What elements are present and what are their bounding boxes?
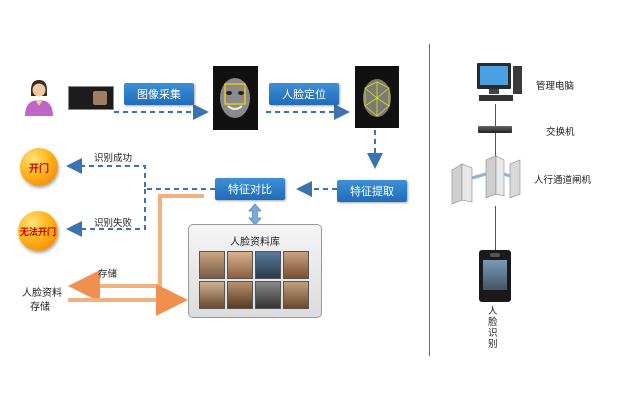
face-thumbnail — [199, 251, 225, 279]
open-door-button: 开门 — [20, 148, 58, 186]
vertical-divider — [429, 44, 430, 356]
computer-icon — [473, 62, 523, 104]
recognition-fail-label: 识别失败 — [94, 218, 133, 229]
management-pc-label: 管理电脑 — [536, 81, 575, 92]
turnstile-gate-label: 人行通道闸机 — [534, 175, 592, 186]
face-recognition-label: 人脸识别 — [488, 306, 498, 350]
turnstile-gate-icon — [450, 154, 530, 206]
face-thumbnail — [199, 281, 225, 309]
face-thumbnail — [227, 281, 253, 309]
face-thumbnail — [255, 281, 281, 309]
recognition-success-label: 识别成功 — [94, 153, 133, 164]
located-face-image — [355, 66, 399, 128]
cannot-open-door-button: 无法开门 — [18, 211, 58, 251]
face-data-label-line2: 存储 — [30, 302, 50, 313]
feature-extract-box: 特征提取 — [337, 180, 407, 202]
face-thumbnail — [227, 251, 253, 279]
face-locate-box: 人脸定位 — [269, 83, 339, 105]
person-icon — [22, 76, 56, 116]
face-database-panel: 人脸资料库 — [188, 224, 322, 318]
switch-icon — [478, 126, 512, 133]
switch-gate-link — [495, 133, 496, 157]
face-thumbnail — [283, 251, 309, 279]
face-thumbnail — [283, 281, 309, 309]
switch-label: 交换机 — [546, 127, 575, 138]
pc-switch-link — [495, 104, 496, 126]
face-thumbnail — [255, 251, 281, 279]
face-database-title: 人脸资料库 — [230, 237, 280, 248]
store-label: 存储 — [98, 269, 118, 280]
captured-face-image — [213, 66, 258, 130]
image-capture-box: 图像采集 — [124, 83, 194, 105]
feature-compare-box: 特征对比 — [215, 178, 285, 200]
camera-terminal-icon — [68, 86, 114, 110]
face-data-label-line1: 人脸资料 — [22, 288, 62, 299]
gate-terminal-link — [495, 206, 496, 250]
face-recognition-terminal-icon — [479, 250, 511, 302]
